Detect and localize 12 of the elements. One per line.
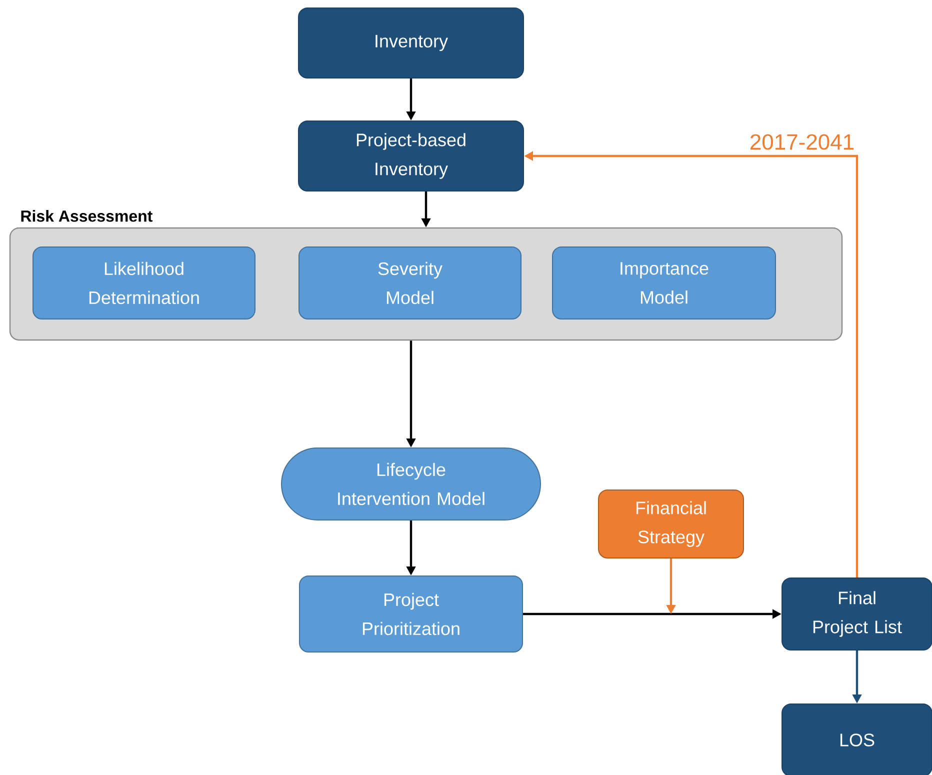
process-box: Project-based Inventory [298, 120, 524, 192]
process-box: Severity Model [298, 246, 522, 320]
input-box: Financial Strategy [598, 490, 744, 558]
group-heading: Risk Assessment [21, 210, 152, 222]
process-box: Final Project List [782, 578, 932, 650]
edge-label: 2017-2041 [750, 134, 854, 150]
process-box: Likelihood Determination [32, 246, 256, 320]
process-box: Importance Model [552, 246, 776, 320]
process-box: Project Prioritization [299, 576, 523, 652]
process-box: LOS [782, 704, 932, 775]
process-box: Lifecycle Intervention Model [281, 448, 541, 520]
process-box: Inventory [298, 8, 524, 78]
